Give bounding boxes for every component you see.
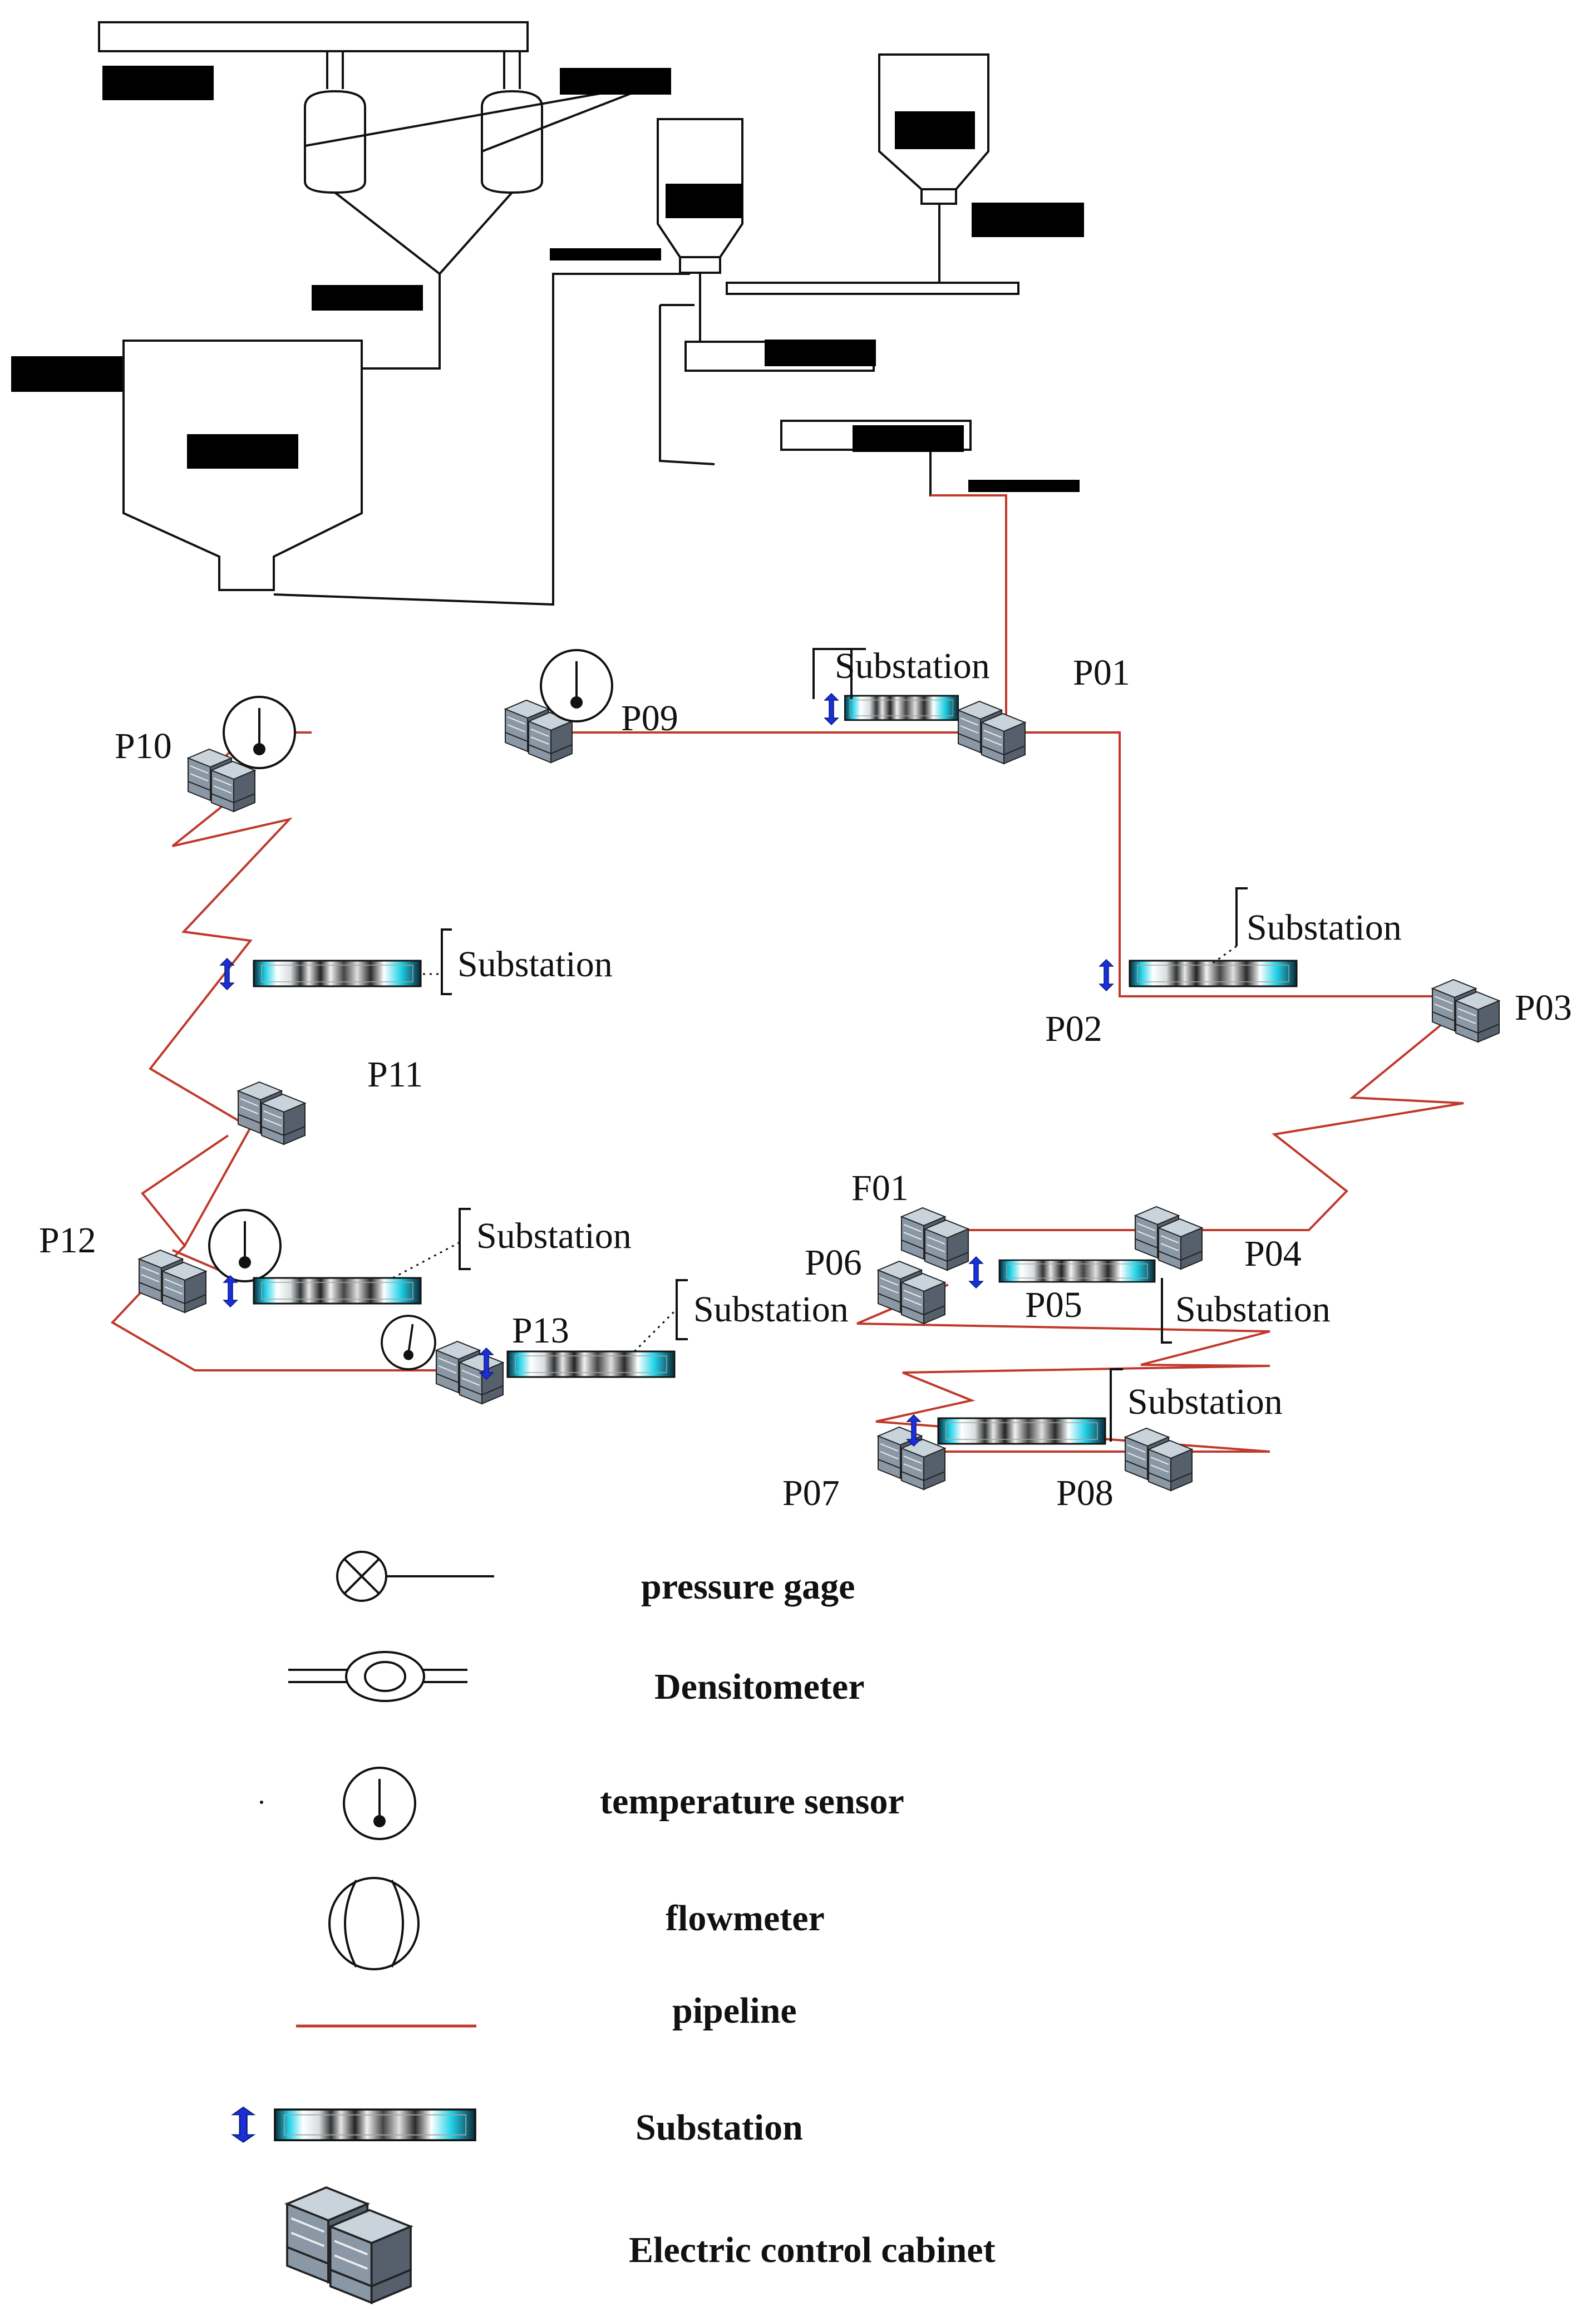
legend-substation: Substation [636,2107,803,2148]
electric-control-cabinet-icon [286,2186,412,2304]
node-label-p11: P11 [367,1054,423,1095]
electric-control-cabinet-icon [878,1261,945,1324]
temperature-sensor-icon [260,1767,416,1840]
legend-temperature-sensor: temperature sensor [600,1781,904,1822]
legend-pressure-gage: pressure gage [641,1566,855,1607]
legend-electric-control-cabinet: Electric control cabinet [629,2230,996,2270]
densitometer-icon [288,1651,467,1702]
substation-label: Substation [693,1289,849,1330]
substation-icon [479,1279,688,1380]
temperature-sensor-icon [381,1315,436,1370]
redacted-labels [11,66,1084,492]
node-label-p10: P10 [115,726,172,766]
legend: pressure gage Densitometer temperature s… [231,1551,996,2304]
node-label-f01: F01 [851,1168,909,1208]
substations [220,648,1298,1447]
substation-icon [1099,887,1298,991]
electric-control-cabinet-icon [238,1081,306,1145]
substation-icon [907,1368,1123,1447]
temperature-sensor-icon [223,696,296,769]
substation-icon [812,648,959,725]
node-label-p02: P02 [1045,1009,1102,1049]
electric-control-cabinet-icon [1125,1428,1193,1491]
node-label-p12: P12 [39,1220,96,1261]
node-labels: P01 P02 P03 P04 P05 P06 P07 P08 P09 P10 … [39,652,1572,1513]
node-label-p08: P08 [1056,1473,1114,1513]
substation-icon [969,1256,1172,1344]
legend-flowmeter: flowmeter [666,1898,825,1939]
substation-icon [223,1208,471,1307]
substation-label: Substation [1127,1381,1283,1422]
electric-control-cabinet-icon [901,1207,969,1271]
node-label-p03: P03 [1515,987,1572,1028]
node-label-p07: P07 [782,1473,840,1513]
node-label-p09: P09 [621,698,678,739]
electric-control-cabinet-icon [958,701,1026,764]
node-label-p04: P04 [1244,1233,1302,1274]
legend-densitometer: Densitometer [654,1666,865,1707]
temperature-sensor-icon [208,1209,282,1282]
temperature-sensor-icon [540,649,613,722]
substation-label: Substation [457,944,613,985]
substation-labels: Substation Substation Substation Substat… [457,646,1402,1422]
plant-equipment [98,21,1019,606]
substation-label: Substation [835,646,990,686]
node-label-p13: P13 [512,1310,569,1351]
substation-icon [231,2106,476,2143]
node-label-p06: P06 [805,1242,862,1283]
substation-label: Substation [476,1216,632,1256]
temperature-sensors [208,649,613,1370]
electric-control-cabinets [139,700,1500,1491]
legend-pipeline: pipeline [672,1990,797,2031]
node-label-p01: P01 [1073,652,1130,693]
pressure-gage-icon [336,1551,494,1602]
flowmeter-icon [328,1877,420,1970]
substation-label: Substation [1247,907,1402,948]
node-label-p05: P05 [1025,1285,1082,1325]
electric-control-cabinet-icon [1432,979,1500,1043]
substation-label: Substation [1175,1289,1331,1330]
substation-icon [220,928,452,995]
